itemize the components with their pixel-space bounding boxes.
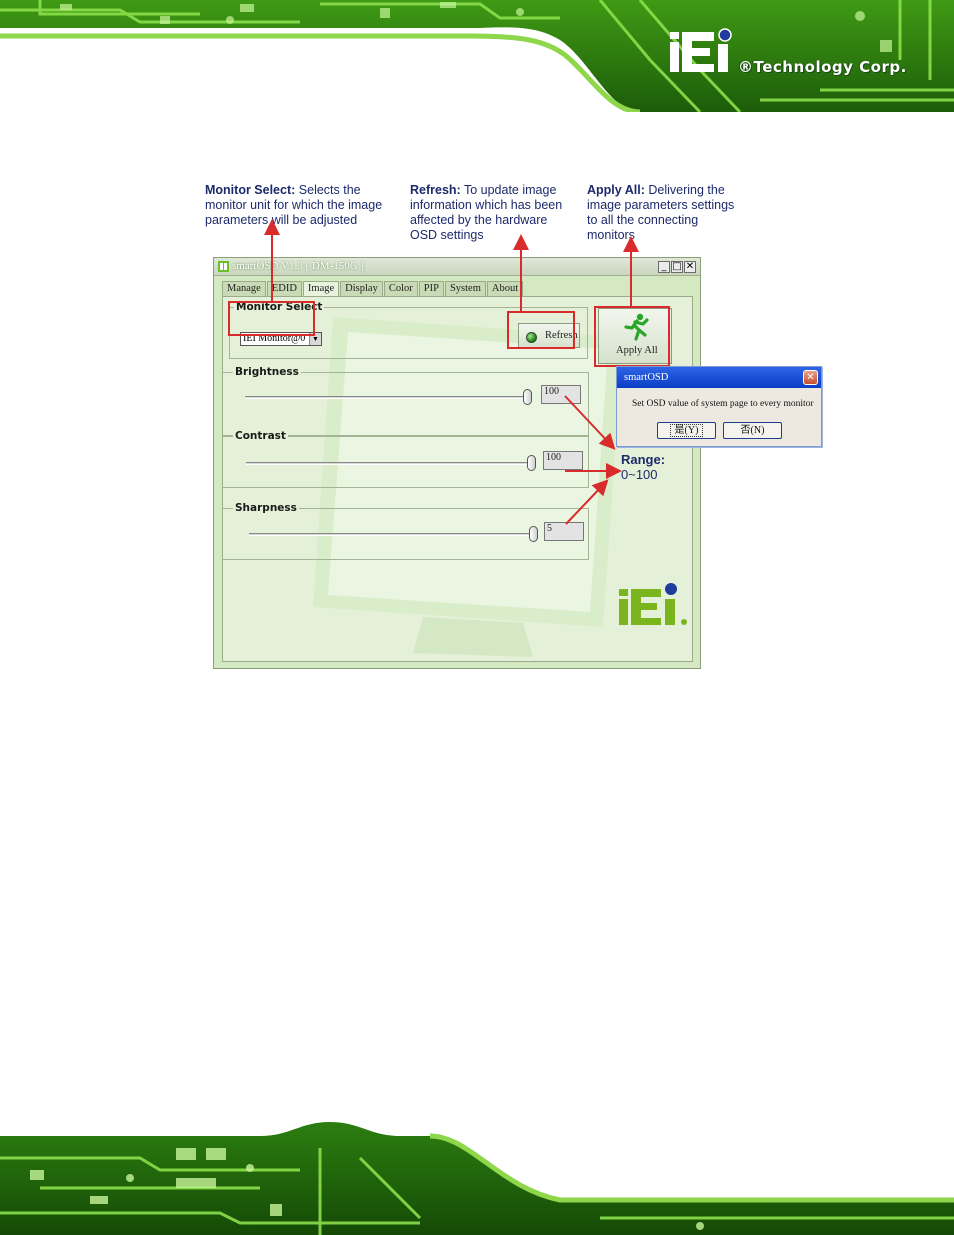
circuit-board-graphic (0, 0, 954, 112)
yes-button[interactable]: 是(Y) (657, 422, 716, 439)
apply-all-button[interactable]: Apply All (598, 308, 672, 364)
tab-bar: Manage EDID Image Display Color PIP Syst… (222, 281, 524, 297)
smartosd-window: smartOSD V1.3 [ DM-150G ] _ □ ✕ Manage E… (213, 257, 701, 669)
monitor-select-value: IEI Monitor@0 (243, 333, 306, 344)
running-man-icon (624, 313, 649, 341)
annotation-label: Monitor Select: (205, 183, 296, 197)
annotation-line: Selects the (298, 183, 361, 197)
iei-logo-icon (670, 28, 732, 72)
annotation-line: parameters will be adjusted (205, 213, 358, 227)
iei-logo (668, 28, 928, 80)
apply-all-callout-box (594, 306, 670, 367)
brightness-value[interactable]: 100 (541, 385, 581, 404)
maximize-button[interactable]: □ (671, 261, 683, 273)
refresh-button[interactable]: Refresh (518, 323, 580, 348)
annotation-line: affected by the hardware (410, 213, 548, 227)
minimize-button[interactable]: _ (658, 261, 670, 273)
apply-all-annotation: Apply All: Delivering the image paramete… (587, 183, 734, 243)
refresh-button-label: Refresh (545, 330, 578, 341)
footer-circuit-banner (0, 1118, 954, 1235)
annotation-line: To update image (463, 183, 557, 197)
apply-all-label: Apply All (616, 345, 658, 356)
brightness-group: Brightness 100 (223, 366, 589, 436)
circuit-board-graphic (0, 1118, 954, 1235)
tab-edid[interactable]: EDID (266, 281, 302, 297)
monitor-select-label: Monitor Select (234, 301, 325, 313)
monitor-select-callout-box (228, 301, 315, 336)
contrast-group: Contrast 100 (223, 430, 589, 488)
monitor-select-group: Monitor Select IEI Monitor@0 ▼ Refresh (229, 301, 588, 359)
tab-image[interactable]: Image (302, 281, 340, 297)
tab-color[interactable]: Color (383, 281, 418, 297)
header-circuit-banner: ®Technology Corp. (0, 0, 954, 112)
refresh-annotation: Refresh: To update image information whi… (410, 183, 562, 243)
annotation-label: Refresh: (410, 183, 461, 197)
contrast-slider-thumb[interactable] (527, 455, 536, 471)
iei-watermark-logo (619, 583, 687, 625)
tab-manage[interactable]: Manage (222, 281, 266, 297)
annotation-line: OSD settings (410, 228, 484, 242)
no-button[interactable]: 否(N) (723, 422, 782, 439)
monitor-select-annotation: Monitor Select: Selects the monitor unit… (205, 183, 382, 228)
tab-system[interactable]: System (444, 281, 486, 297)
brightness-label: Brightness (233, 366, 301, 378)
sharpness-group: Sharpness 5 (223, 502, 589, 560)
annotation-line: to all the connecting (587, 213, 699, 227)
dialog-title: smartOSD (624, 372, 669, 383)
tab-pip[interactable]: PIP (418, 281, 444, 297)
sharpness-slider-thumb[interactable] (529, 526, 538, 542)
image-tab-panel: Monitor Select IEI Monitor@0 ▼ Refresh A… (222, 296, 693, 662)
sharpness-value[interactable]: 5 (544, 522, 584, 541)
sharpness-slider-track[interactable] (249, 533, 537, 536)
window-titlebar[interactable]: smartOSD V1.3 [ DM-150G ] _ □ ✕ (214, 258, 700, 276)
range-annotation: Range: 0~100 (621, 452, 665, 482)
contrast-label: Contrast (233, 430, 288, 442)
annotation-line: monitor unit for which the image (205, 198, 383, 212)
tab-display[interactable]: Display (340, 281, 383, 297)
tab-about[interactable]: About (486, 281, 524, 297)
annotation-label: Apply All: (587, 183, 645, 197)
annotation-line: monitors (587, 228, 635, 242)
close-icon[interactable]: ✕ (803, 370, 818, 385)
brightness-slider-thumb[interactable] (523, 389, 532, 405)
yes-button-label: 是(Y) (669, 424, 704, 437)
contrast-slider-track[interactable] (246, 462, 534, 465)
app-icon (218, 261, 229, 272)
annotation-line: information which has been (410, 198, 563, 212)
contrast-value[interactable]: 100 (543, 451, 583, 470)
chevron-down-icon[interactable]: ▼ (309, 333, 321, 345)
sharpness-label: Sharpness (233, 502, 299, 514)
monitor-watermark-graphic (313, 317, 623, 657)
range-value: 0~100 (621, 467, 658, 482)
brightness-slider-track[interactable] (245, 396, 531, 399)
no-button-label: 否(N) (740, 425, 765, 436)
brand-tagline: ®Technology Corp. (738, 58, 907, 76)
annotation-line: image parameters settings (587, 198, 735, 212)
annotation-line: Delivering the (648, 183, 725, 197)
smartosd-confirm-dialog: smartOSD ✕ Set OSD value of system page … (616, 366, 822, 447)
range-label: Range: (621, 452, 666, 467)
dialog-message: Set OSD value of system page to every mo… (632, 399, 814, 409)
status-led-icon (526, 332, 537, 343)
window-title: smartOSD V1.3 [ DM-150G ] (232, 260, 365, 272)
close-button[interactable]: ✕ (684, 261, 696, 273)
dialog-titlebar[interactable]: smartOSD ✕ (617, 367, 821, 388)
refresh-callout-box (507, 311, 575, 349)
